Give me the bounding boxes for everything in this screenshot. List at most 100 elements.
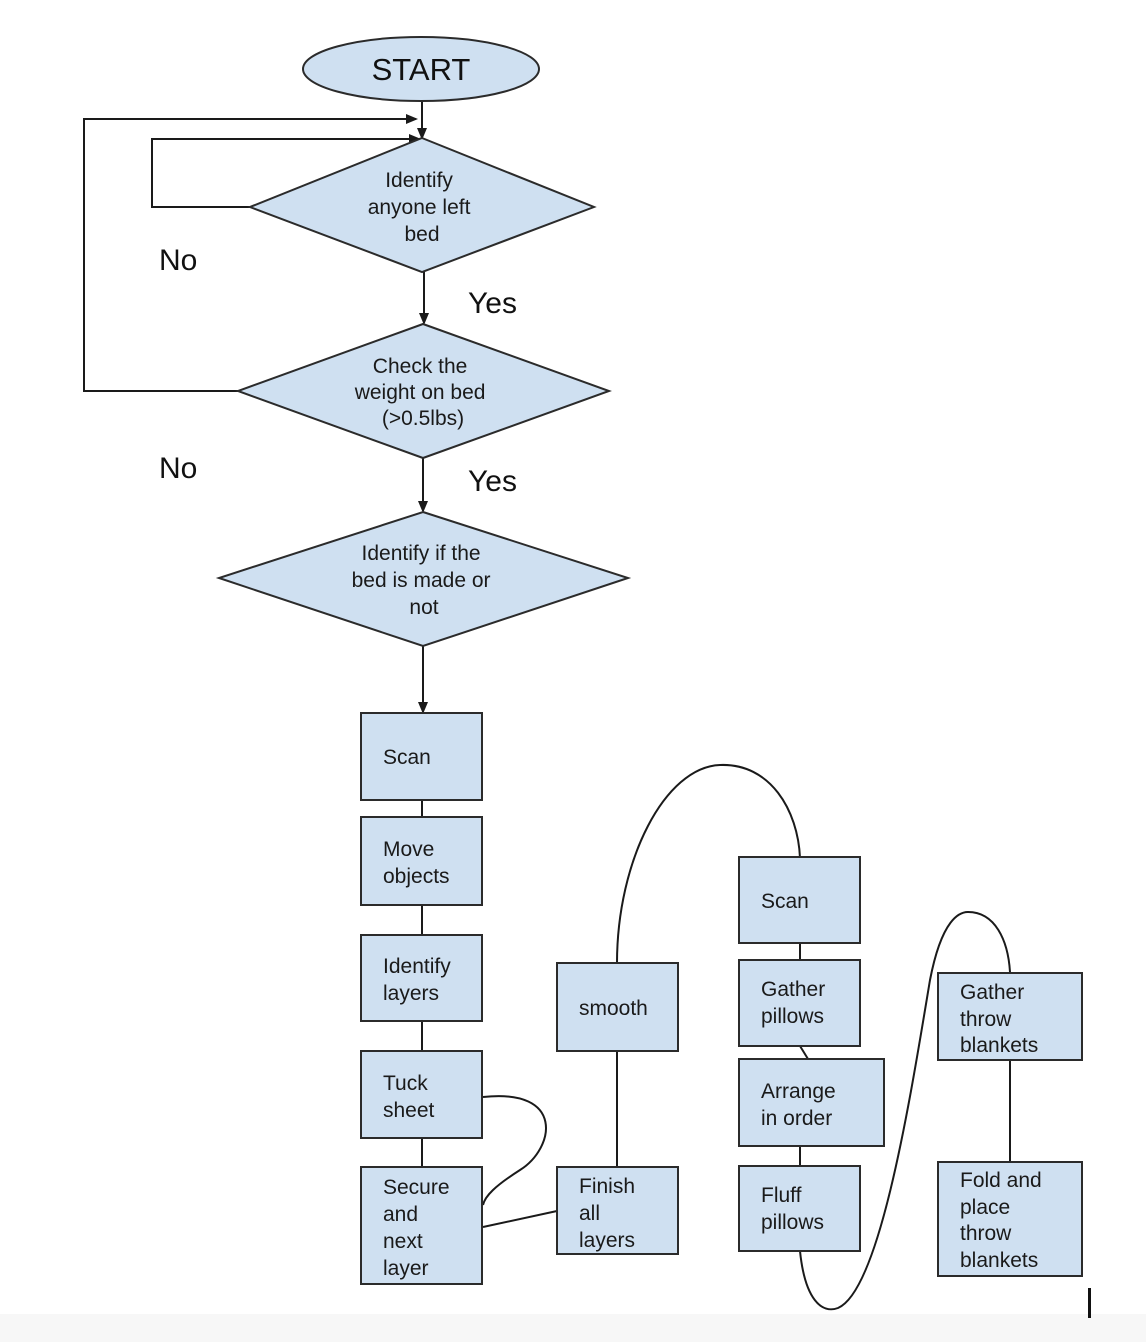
decision-line: bed is made or bbox=[352, 569, 491, 592]
edge-d2-no-loop bbox=[83, 114, 418, 392]
process-fluff-pillows: Fluff pillows bbox=[738, 1165, 861, 1252]
process-box bbox=[738, 1058, 885, 1147]
process-line: throw bbox=[960, 1008, 1012, 1031]
process-box bbox=[738, 856, 861, 944]
process-line: layers bbox=[579, 1229, 635, 1252]
process-line: Fold and bbox=[960, 1169, 1042, 1192]
process-text: Scan bbox=[383, 746, 431, 769]
process-box bbox=[556, 962, 679, 1052]
decision-diamond bbox=[247, 136, 597, 274]
process-line: Move bbox=[383, 838, 434, 861]
process-line: layers bbox=[383, 982, 439, 1005]
process-box bbox=[937, 972, 1083, 1061]
label-yes-1: Yes bbox=[468, 287, 517, 320]
process-text: Gather pillows bbox=[761, 978, 831, 1028]
process-tuck-sheet: Tuck sheet bbox=[360, 1050, 483, 1139]
process-text: Fluff pillows bbox=[761, 1184, 824, 1234]
process-line: sheet bbox=[383, 1099, 435, 1122]
process-smooth: smooth bbox=[556, 962, 679, 1052]
process-box bbox=[738, 1165, 861, 1252]
process-line: smooth bbox=[579, 997, 648, 1020]
process-line: objects bbox=[383, 865, 450, 888]
process-text: smooth bbox=[579, 997, 648, 1020]
decision-line: weight on bed bbox=[354, 381, 486, 404]
process-gather-throw-blankets: Gather throw blankets bbox=[937, 972, 1083, 1061]
process-text: Fold and place throw blankets bbox=[960, 1169, 1048, 1272]
process-text: Arrange in order bbox=[761, 1080, 842, 1130]
text-cursor-icon bbox=[1088, 1288, 1091, 1318]
decision-line: Identify if the bbox=[362, 542, 481, 565]
process-line: Scan bbox=[761, 890, 809, 913]
process-line: layer bbox=[383, 1257, 429, 1280]
decision-text: Identify if the bed is made or not bbox=[352, 542, 497, 619]
decision-line: anyone left bbox=[368, 196, 471, 219]
process-line: Gather bbox=[761, 978, 825, 1001]
label-no-2: No bbox=[159, 452, 197, 485]
decision-line: (>0.5lbs) bbox=[382, 407, 464, 430]
process-text: Gather throw blankets bbox=[960, 981, 1038, 1057]
process-line: Tuck bbox=[383, 1072, 428, 1095]
process-text: Move objects bbox=[383, 838, 450, 888]
process-line: and bbox=[383, 1203, 418, 1226]
process-line: Scan bbox=[383, 746, 431, 769]
decision-check-weight-on-bed: Check the weight on bed (>0.5lbs) bbox=[235, 322, 612, 460]
decision-text: Check the weight on bed (>0.5lbs) bbox=[354, 355, 492, 430]
start-label: START bbox=[372, 52, 471, 87]
process-fold-place-throw-blankets: Fold and place throw blankets bbox=[937, 1161, 1083, 1277]
process-line: all bbox=[579, 1202, 600, 1225]
process-text: Identify layers bbox=[383, 955, 457, 1005]
process-box bbox=[738, 959, 861, 1047]
process-line: Gather bbox=[960, 981, 1024, 1004]
process-line: pillows bbox=[761, 1211, 824, 1234]
process-line: pillows bbox=[761, 1005, 824, 1028]
process-scan-2: Scan bbox=[738, 856, 861, 944]
process-line: Secure bbox=[383, 1176, 450, 1199]
label-no-1: No bbox=[159, 244, 197, 277]
process-arrange-in-order: Arrange in order bbox=[738, 1058, 885, 1147]
decision-line: Check the bbox=[373, 355, 468, 378]
process-box bbox=[556, 1166, 679, 1255]
decision-identify-bed-made: Identify if the bed is made or not bbox=[215, 510, 632, 648]
process-text: Tuck sheet bbox=[383, 1072, 435, 1122]
process-line: Identify bbox=[383, 955, 451, 978]
process-line: Arrange bbox=[761, 1080, 836, 1103]
edge-secure-to-finish bbox=[482, 1210, 558, 1228]
start-ellipse bbox=[302, 36, 540, 102]
decision-identify-anyone-left-bed: Identify anyone left bed bbox=[247, 136, 597, 274]
process-identify-layers: Identify layers bbox=[360, 934, 483, 1022]
process-text: Finish all layers bbox=[579, 1175, 641, 1252]
process-line: Finish bbox=[579, 1175, 635, 1198]
process-box bbox=[360, 816, 483, 906]
process-box bbox=[360, 1050, 483, 1139]
process-box bbox=[360, 934, 483, 1022]
edge-fluff-s-curve-to-gather-throw bbox=[799, 910, 1011, 1311]
process-text: Scan bbox=[761, 890, 809, 913]
process-line: next bbox=[383, 1230, 423, 1253]
decision-diamond bbox=[215, 510, 632, 648]
process-finish-all-layers: Finish all layers bbox=[556, 1166, 679, 1255]
process-move-objects: Move objects bbox=[360, 816, 483, 906]
process-line: Fluff bbox=[761, 1184, 802, 1207]
process-line: throw bbox=[960, 1222, 1012, 1245]
label-yes-2: Yes bbox=[468, 465, 517, 498]
process-line: blankets bbox=[960, 1249, 1038, 1272]
process-box bbox=[937, 1161, 1083, 1277]
decision-line: bed bbox=[404, 223, 439, 246]
edge-tuck-curve-to-secure bbox=[482, 1095, 547, 1206]
decision-line: not bbox=[409, 596, 438, 619]
edge-d1-no-loop bbox=[151, 134, 421, 208]
bottom-strip bbox=[0, 1314, 1146, 1342]
edge-gather-to-arrange bbox=[799, 1045, 809, 1060]
decision-line: Identify bbox=[385, 169, 453, 192]
process-line: blankets bbox=[960, 1034, 1038, 1057]
process-box bbox=[360, 712, 483, 801]
process-secure-next-layer: Secure and next layer bbox=[360, 1166, 483, 1285]
start-terminator: START bbox=[302, 36, 540, 102]
process-text: Secure and next layer bbox=[383, 1176, 455, 1280]
process-line: in order bbox=[761, 1107, 832, 1130]
process-line: place bbox=[960, 1196, 1010, 1219]
connectors bbox=[83, 101, 1011, 1311]
decision-diamond bbox=[235, 322, 612, 460]
process-box bbox=[360, 1166, 483, 1285]
